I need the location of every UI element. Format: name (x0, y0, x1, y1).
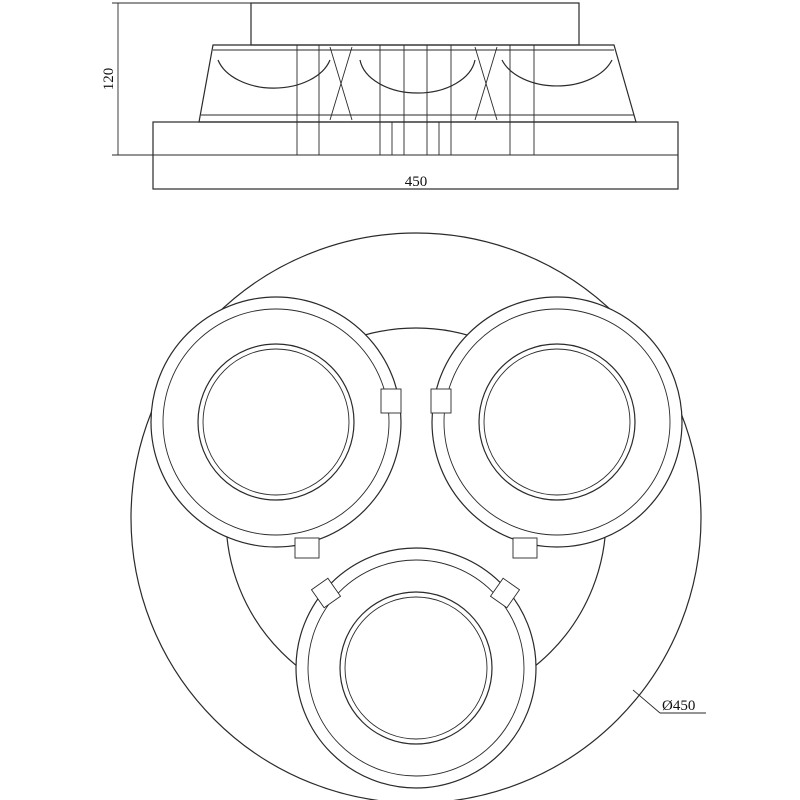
width-label: 450 (405, 174, 428, 190)
top-box (250, 2, 580, 46)
shade-arc-right (501, 59, 613, 87)
clip-tab (310, 577, 342, 609)
clip-tab (294, 537, 320, 559)
clip-tab (489, 577, 521, 609)
lamp-head-top-left (150, 296, 402, 559)
cross-struts (329, 46, 498, 121)
plan-view: Ø450 (130, 232, 706, 800)
lamp-head-top-right (430, 296, 683, 559)
clip-tab (512, 537, 538, 559)
height-label: 120 (101, 68, 117, 91)
lamp-body (198, 44, 637, 123)
base-circle (130, 232, 702, 800)
shade-arc-middle (359, 59, 476, 94)
clip-tab (380, 388, 402, 414)
height-dimension: 120 (101, 2, 251, 156)
support-posts (296, 44, 535, 156)
side-elevation-view: 120 450 (101, 2, 679, 190)
diameter-leader: Ø450 (632, 689, 706, 714)
diameter-label: Ø450 (662, 698, 695, 714)
shade-arc-left (217, 59, 331, 89)
lamp-head-bottom (295, 547, 537, 789)
clip-tab (430, 388, 452, 414)
